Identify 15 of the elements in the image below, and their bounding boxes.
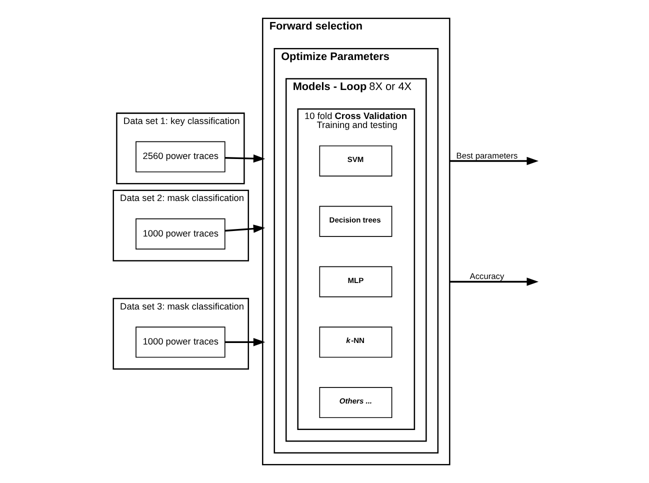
arrow: [449, 156, 538, 166]
arrow: [224, 224, 265, 233]
edge-label: Accuracy: [469, 271, 504, 282]
edge-label: Best parameters: [456, 150, 518, 160]
node-box: MLP: [318, 266, 392, 298]
node-box: k-NN: [318, 326, 392, 358]
node-box: 2560 power traces: [135, 141, 225, 172]
node-box: Others ...: [318, 387, 392, 418]
arrow: [449, 278, 538, 286]
arrow: [224, 154, 265, 163]
node-box: 1000 power traces: [135, 218, 225, 250]
node-box: Decision trees: [318, 206, 392, 237]
node-box: 1000 power traces: [135, 326, 225, 358]
arrow: [224, 338, 265, 346]
node-box: SVM: [318, 145, 392, 176]
